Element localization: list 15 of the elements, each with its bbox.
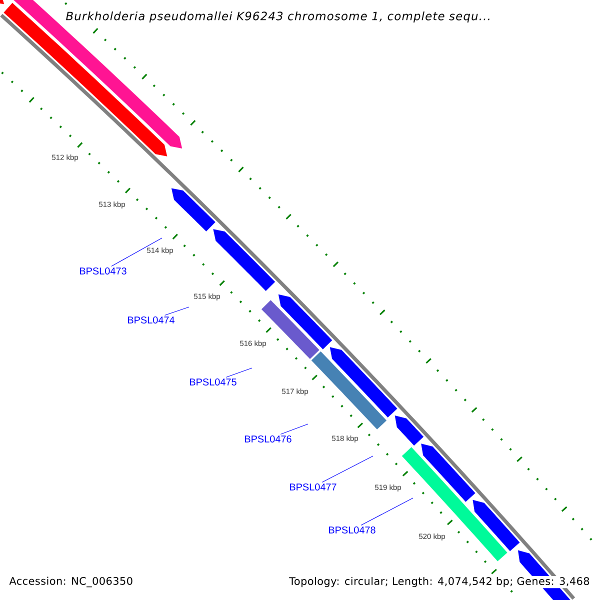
leader-line	[280, 424, 308, 435]
gene-label: BPSL0478	[328, 526, 376, 534]
footer-text: Accession: NC_006350	[8, 576, 134, 588]
gene-label: BPSL0476	[244, 435, 292, 443]
leader-line	[111, 238, 162, 267]
gene-label: BPSL0474	[128, 316, 174, 324]
gene-label: BPSL0477	[290, 483, 336, 491]
leader-line	[322, 456, 374, 483]
gene-label: BPSL0473	[80, 267, 126, 275]
leader-line	[164, 306, 190, 316]
footer-text: Topology: circular; Length: 4,074,542 bp; Genes: 3,468	[288, 576, 591, 588]
title: Burkholderia pseudomallei K96243 chromosome 1, complete sequ...	[64, 10, 492, 24]
gene-label: BPSL0475	[190, 378, 236, 386]
leader-line	[360, 498, 414, 526]
leader-line	[226, 368, 252, 378]
